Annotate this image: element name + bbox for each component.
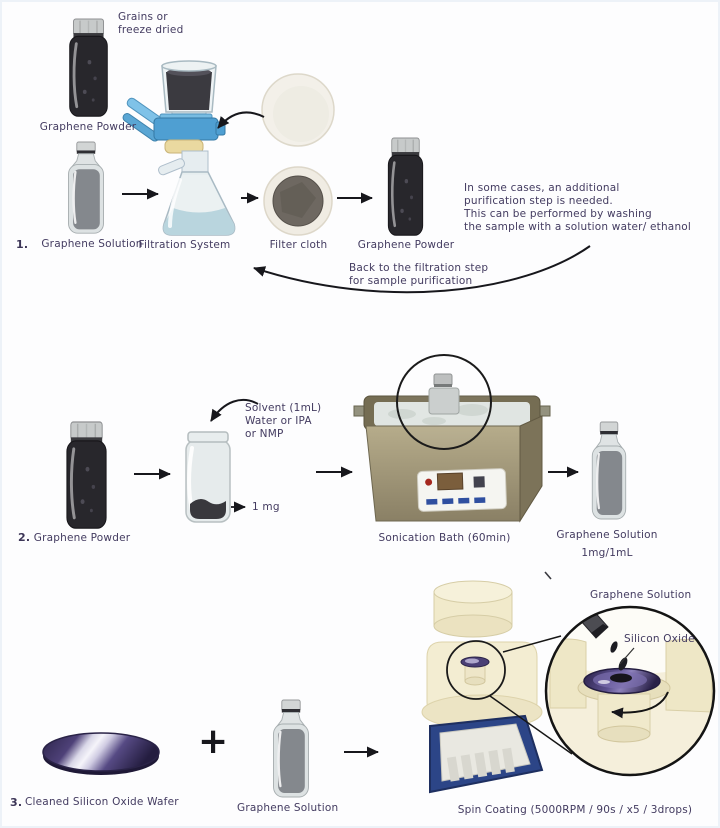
powder-vial-top-label: Graphene Powder: [39, 121, 137, 133]
grains-note: Grains or freeze dried: [118, 11, 184, 36]
step1-graphics: [67, 17, 591, 294]
rotation-arrow: [611, 691, 669, 719]
inset-solution-label: Graphene Solution: [590, 589, 692, 601]
solvent-pour-arrow: [210, 399, 259, 422]
filter-to-funnel-arrow: [217, 111, 265, 129]
filter-cloth-label: Filter cloth: [269, 239, 328, 251]
filtration-system-label: Filtration System: [138, 239, 231, 251]
step3-number: 3.: [10, 796, 23, 809]
powder-result-label: Graphene Powder: [357, 239, 455, 251]
sonication-bath: [353, 354, 551, 523]
zoom-link-line-bottom: [489, 695, 573, 755]
graphene-solution-bottle-step2: [591, 420, 627, 521]
step2-number: 2.: [18, 531, 31, 544]
powder-vial-top: [68, 17, 109, 118]
filtration-system: [122, 60, 236, 236]
step3-solution-label: Graphene Solution: [237, 802, 339, 814]
wafer-label: Cleaned Silicon Oxide Wafer: [25, 796, 179, 808]
spin-coater: [421, 580, 544, 794]
step2-graphics: [65, 354, 627, 530]
back-to-filtration-arrow: [253, 245, 591, 294]
bath-control-panel: [416, 468, 507, 512]
spin-coating-inset: [544, 571, 716, 777]
step2-solution-label: Graphene Solution: [556, 529, 658, 541]
filter-cloth-clean: [261, 73, 335, 147]
graphene-powder-vial-step2: [65, 420, 108, 530]
zoom-link-line-top: [502, 635, 562, 653]
plus-sign: +: [198, 721, 229, 762]
filter-cloth-used: [263, 166, 333, 236]
sonication-bath-label: Sonication Bath (60min): [378, 532, 511, 544]
silicon-oxide-leader-line: [619, 647, 635, 665]
step2-powder-label: Graphene Powder: [33, 532, 131, 544]
inset-wafer-label: Silicon Oxide: [624, 633, 695, 645]
purification-note: In some cases, an additional purificatio…: [464, 182, 692, 233]
graphene-solution-bottle-step1: [67, 140, 105, 235]
solvent-note: Solvent (1mL) Water or IPA or NMP: [245, 402, 322, 440]
bath-magnifier-circle: [396, 354, 492, 450]
graphene-solution-bottle-step3: [272, 698, 310, 799]
graphene-powder-vial-result: [386, 136, 425, 237]
step1-solution-label: Graphene Solution: [41, 238, 143, 250]
coater-magnifier-circle: [446, 640, 506, 700]
one-mg-label: 1 mg: [252, 501, 280, 513]
step3-graphics: [42, 571, 716, 799]
spin-coating-caption: Spin Coating (5000RPM / 90s / x5 / 3drop…: [457, 804, 693, 816]
step1-number: 1.: [16, 238, 29, 251]
step2-concentration-label: 1mg/1mL: [581, 547, 633, 559]
solvent-vial: [185, 431, 231, 523]
silicon-wafer: [42, 732, 160, 775]
back-note: Back to the filtration step for sample p…: [349, 262, 489, 287]
